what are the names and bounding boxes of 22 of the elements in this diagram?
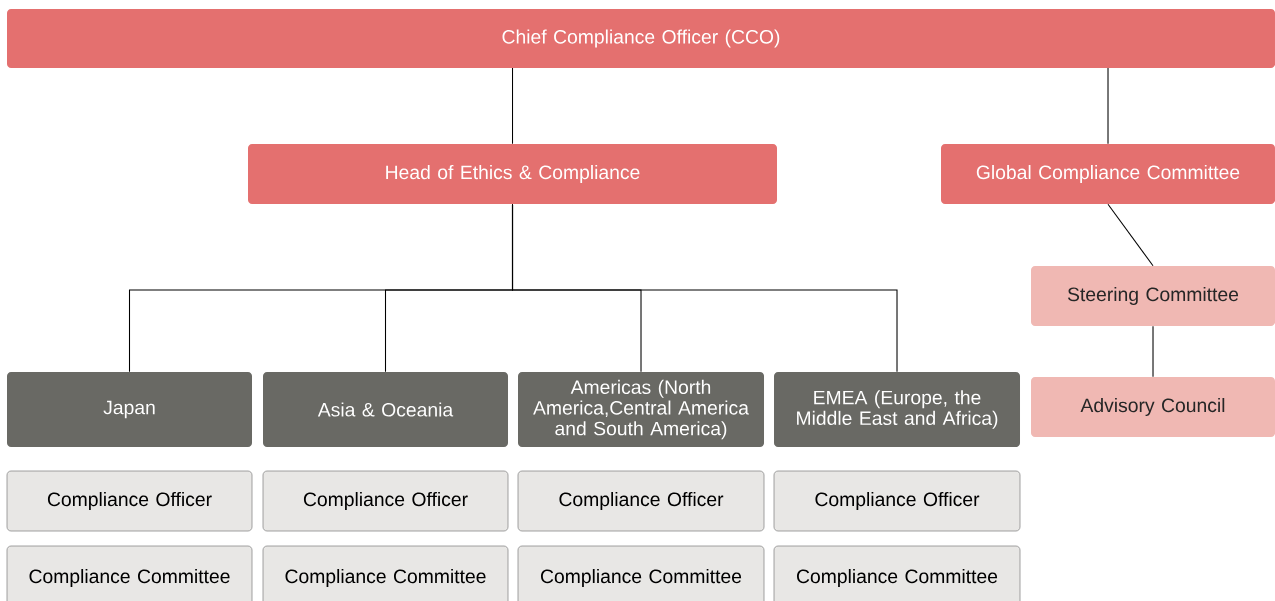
committee-box: Advisory Council xyxy=(1031,377,1275,437)
connector-line xyxy=(1152,325,1154,378)
role-box: Compliance Committee xyxy=(6,545,253,601)
region-box: Asia & Oceania xyxy=(263,372,508,447)
region-box: Americas (North America,Central America and South America) xyxy=(518,372,764,447)
role-box: Compliance Officer xyxy=(517,470,765,532)
connector-line xyxy=(511,203,898,373)
role-box: Compliance Committee xyxy=(517,545,765,601)
role-box: Compliance Officer xyxy=(6,470,253,532)
role-box: Compliance Officer xyxy=(773,470,1021,532)
connector-line xyxy=(511,67,514,145)
title-box: Global Compliance Committee xyxy=(941,144,1275,204)
connector-line xyxy=(1107,67,1109,145)
title-box: Chief Compliance Officer (CCO) xyxy=(7,9,1275,68)
role-box: Compliance Committee xyxy=(773,545,1021,601)
region-box: Japan xyxy=(7,372,252,447)
region-box: EMEA (Europe, the Middle East and Africa) xyxy=(774,372,1020,447)
connector-line xyxy=(1107,203,1154,267)
committee-box: Steering Committee xyxy=(1031,266,1275,326)
title-box: Head of Ethics & Compliance xyxy=(248,144,777,204)
role-box: Compliance Officer xyxy=(262,470,509,532)
role-box: Compliance Committee xyxy=(262,545,509,601)
